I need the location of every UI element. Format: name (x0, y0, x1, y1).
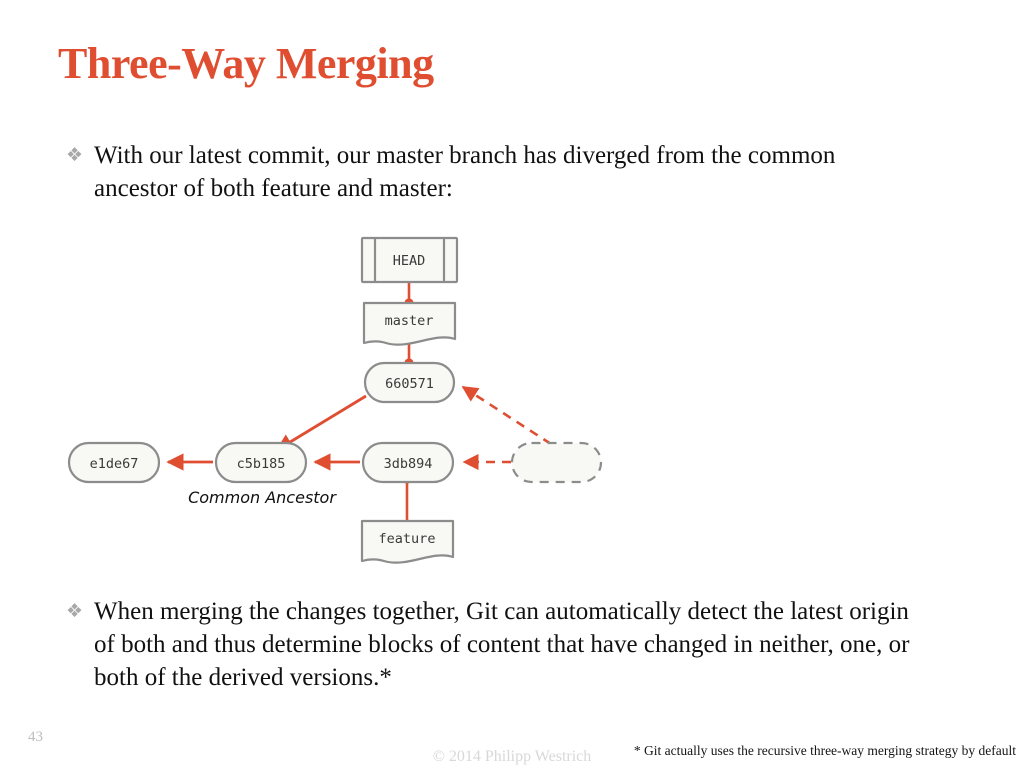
node-feature-branch: feature (360, 519, 455, 564)
bullet-item-1: ❖ With our latest commit, our master bra… (60, 139, 950, 205)
edge-ghost-to-660571 (461, 385, 552, 446)
node-commit-c5b185: c5b185 (214, 441, 308, 484)
node-commit-c5b185-label: c5b185 (237, 456, 286, 472)
node-commit-3db894-label: 3db894 (384, 456, 433, 472)
node-commit-660571: 660571 (363, 361, 456, 404)
footnote-text: * Git actually uses the recursive three-… (633, 743, 1016, 758)
bullet-text-1: With our latest commit, our master branc… (94, 142, 836, 202)
copyright-notice: © 2014 Philipp Westrich (432, 748, 592, 765)
node-head-label: HEAD (393, 253, 426, 269)
node-head: HEAD (360, 236, 459, 284)
node-master-branch: master (362, 301, 457, 346)
node-master-label: master (385, 313, 434, 329)
bullet-diamond-icon: ❖ (66, 600, 84, 622)
edge-660571-to-c5b185 (275, 394, 367, 452)
page-number: 43 (28, 729, 43, 745)
bullet-text-2: When merging the changes together, Git c… (94, 598, 910, 691)
node-commit-660571-label: 660571 (385, 376, 434, 392)
diagram-edges (166, 282, 552, 522)
node-commit-e1de67: e1de67 (67, 441, 161, 484)
node-commit-3db894: 3db894 (361, 441, 455, 484)
git-commit-graph-diagram: HEAD master 660571 e1de67 c5b185 3db894 (0, 222, 1024, 572)
common-ancestor-label: Common Ancestor (188, 488, 337, 507)
node-feature-label: feature (379, 531, 436, 547)
bullet-item-2: ❖ When merging the changes together, Git… (60, 595, 950, 694)
node-commit-e1de67-label: e1de67 (90, 456, 139, 472)
node-commit-ghost (510, 441, 603, 484)
page-title: Three-Way Merging (58, 39, 434, 88)
bullet-diamond-icon: ❖ (66, 144, 84, 166)
